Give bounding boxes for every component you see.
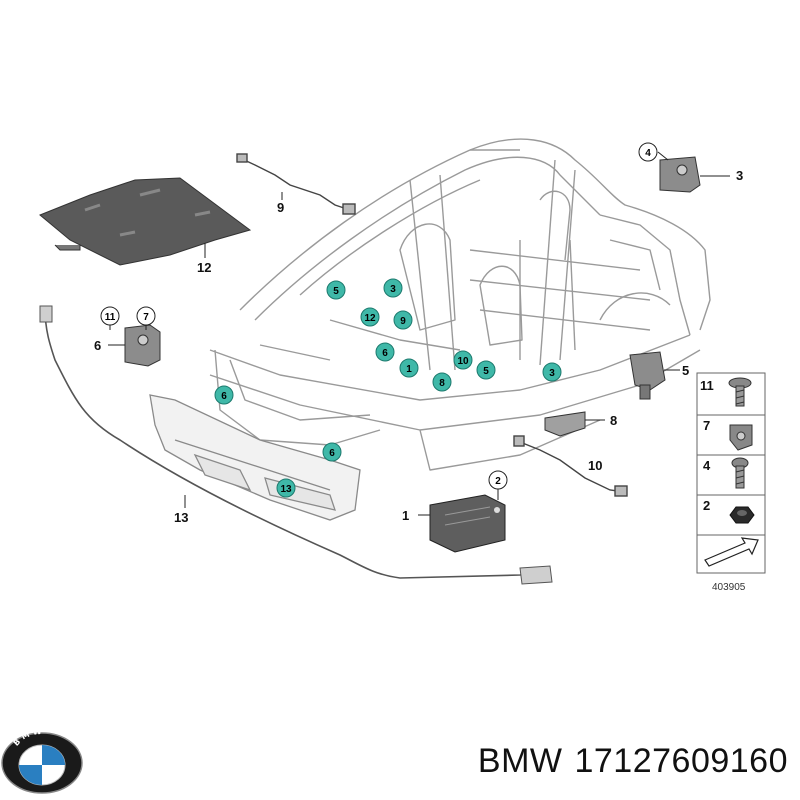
bubble-6-a-text: 6 — [382, 348, 388, 359]
circle-callouts — [100, 142, 658, 490]
legend-item-7: 7 — [703, 418, 710, 433]
callout-3: 3 — [736, 168, 743, 183]
callout-1: 1 — [402, 508, 409, 523]
callout-labels: 12 9 6 3 5 8 10 1 13 — [94, 168, 743, 525]
callout-9: 9 — [277, 200, 284, 215]
part-3-bracket — [659, 156, 701, 193]
circle-callout-11 — [100, 306, 120, 326]
part-1-control-unit — [429, 494, 506, 553]
circle-callout-2-text: 2 — [495, 476, 501, 487]
location-bubble-texts: 5 3 12 9 6 1 10 8 5 3 6 6 13 — [221, 284, 555, 495]
bubble-5-b — [476, 360, 496, 380]
circle-callout-7 — [136, 306, 156, 326]
bumper-cable — [44, 307, 546, 579]
callout-13: 13 — [174, 510, 188, 525]
screw-icon — [731, 457, 749, 489]
circle-callout-11-text: 11 — [105, 312, 116, 323]
part-9-sensor — [236, 153, 356, 215]
callout-5: 5 — [682, 363, 689, 378]
circle-callout-2 — [488, 470, 508, 490]
location-bubbles — [214, 278, 562, 498]
bubble-3-b-text: 3 — [549, 368, 555, 379]
bubble-1-text: 1 — [406, 364, 412, 375]
part-12-mat — [39, 177, 252, 266]
bubble-3-a — [383, 278, 403, 298]
bubble-3-a-text: 3 — [390, 284, 396, 295]
bubble-9 — [393, 310, 413, 330]
circle-callout-texts: 11 7 4 2 — [105, 148, 652, 487]
cable-connector-top — [39, 305, 53, 323]
callout-12: 12 — [197, 260, 211, 275]
legend-item-11: 11 — [700, 378, 714, 393]
bubble-5-a — [326, 280, 346, 300]
circle-callout-4 — [638, 142, 658, 162]
bubble-5-b-text: 5 — [483, 366, 489, 377]
hardware-legend: 11 7 4 2 403905 — [696, 372, 766, 593]
bubble-12-text: 12 — [364, 313, 376, 324]
bubble-6-a — [375, 342, 395, 362]
bubble-8-text: 8 — [439, 378, 445, 389]
bubble-10 — [453, 350, 473, 370]
callout-6: 6 — [94, 338, 101, 353]
bubble-6-c — [322, 442, 342, 462]
bmw-logo-icon: BMW — [1, 730, 83, 794]
bubble-8 — [432, 372, 452, 392]
bubble-12 — [360, 307, 380, 327]
legend-item-4: 4 — [703, 458, 711, 473]
bubble-10-text: 10 — [457, 356, 469, 367]
bubble-6-c-text: 6 — [329, 448, 335, 459]
bubble-13 — [276, 478, 296, 498]
bubble-5-a-text: 5 — [333, 286, 339, 297]
circle-callout-4-text: 4 — [645, 148, 651, 159]
callout-10: 10 — [588, 458, 602, 473]
brand-name: BMW — [477, 742, 563, 780]
car-body — [209, 138, 711, 471]
diagram-number: 403905 — [712, 582, 746, 593]
part-6-bracket — [124, 324, 161, 367]
bubble-13-text: 13 — [280, 484, 292, 495]
direction-arrow-icon — [704, 537, 759, 567]
cable-connector-end — [519, 565, 553, 585]
bubble-9-text: 9 — [400, 316, 406, 327]
part-caption: BMW 17127609160 — [466, 742, 788, 781]
circle-callout-7-text: 7 — [143, 312, 149, 323]
hex-nut-icon — [729, 506, 755, 524]
bubble-1 — [399, 358, 419, 378]
part-5-sensor — [629, 351, 666, 400]
part-10-sensor — [513, 435, 628, 497]
bubble-6-b-text: 6 — [221, 391, 227, 402]
bubble-6-b — [214, 385, 234, 405]
callout-8: 8 — [610, 413, 617, 428]
part-8-bracket — [544, 411, 586, 437]
flange-screw-icon — [728, 377, 752, 407]
part-number: 17127609160 — [574, 742, 788, 780]
clip-nut-icon — [729, 424, 753, 451]
bubble-3-b — [542, 362, 562, 382]
legend-item-2: 2 — [703, 498, 710, 513]
